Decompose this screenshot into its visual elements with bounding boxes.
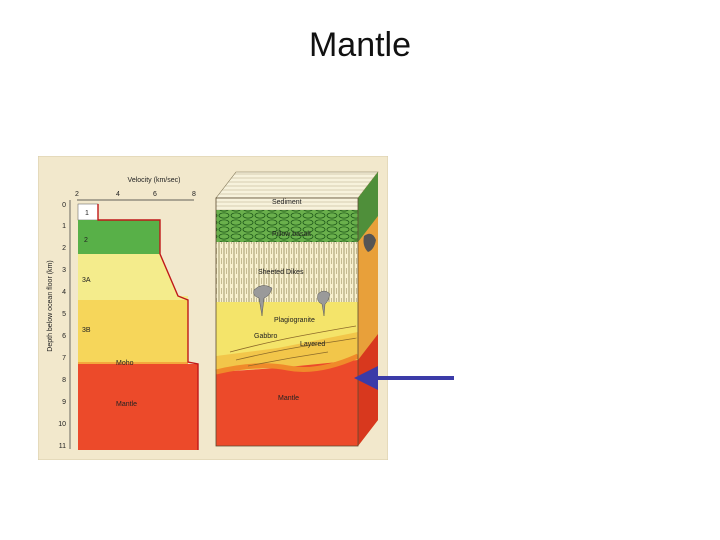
depth-axis-title: Depth below ocean floor (km) [47,260,54,351]
depth-tick: 2 [62,245,66,252]
depth-tick: 11 [59,443,66,450]
column-layer-moho [78,362,188,364]
block-outline [215,197,359,447]
depth-tick: 5 [62,311,66,318]
arrow-head [354,366,378,390]
depth-tick: 1 [62,223,66,230]
depth-tick: 8 [62,377,66,384]
column-layer-mantle [78,364,198,450]
depth-tick: 9 [62,399,66,406]
depth-tick: 0 [62,202,66,209]
layered-streaks [229,325,357,367]
block-labels: Sediment Pillow basalt Sheeted Dikes Pla… [254,199,325,402]
label-layered: Layered [300,341,325,348]
depth-tick: 4 [62,289,66,296]
block-mantle [216,360,358,446]
depth-tick: 6 [62,333,66,340]
depth-tick: 10 [58,421,66,428]
velocity-axis-title: Velocity (km/sec) [128,177,181,184]
label-sediment: Sediment [272,199,302,206]
oceanic-crust-diagram: Velocity (km/sec) 2 4 6 8 Depth below oc… [38,156,388,460]
velocity-tick: 2 [75,191,79,198]
intrusion-blob [363,233,376,252]
slide-title: Mantle [308,26,412,64]
column-labels: 1 2 3A 3B Moho Mantle [82,210,137,408]
block-sheeted-dikes [216,242,358,302]
label-mantle: Mantle [278,395,299,402]
label-gabbro: Gabbro [254,333,277,340]
column-label: 3A [82,277,91,284]
velocity-profile-line [97,204,199,450]
velocity-tick: 4 [116,191,120,198]
depth-ticks: 0 1 2 3 4 5 6 7 8 9 10 11 [58,202,66,450]
column-label: 2 [84,237,88,244]
column-label: 1 [85,210,89,217]
depth-tick: 3 [62,267,66,274]
column-label: Moho [116,360,134,367]
label-sheeted-dikes: Sheeted Dikes [258,269,304,276]
block-side-upper [358,172,378,242]
column-layer-2 [78,220,160,254]
velocity-tick: 6 [153,191,157,198]
block-side-mantle [358,334,378,446]
plagiogranite-blob [317,290,331,317]
block-top-face [215,171,379,199]
velocity-ticks: 2 4 6 8 [75,191,196,198]
block-pillow-basalt [216,210,358,242]
velocity-tick: 8 [192,191,196,198]
column-layer-3a [78,254,188,300]
label-plagiogranite: Plagiogranite [274,317,315,324]
plagiogranite-blob [253,285,273,317]
column-label: 3B [82,327,91,334]
block-sediment [216,198,358,210]
block-moho-band [215,353,360,375]
pointer-arrow [354,366,454,390]
label-pillow-basalt: Pillow basalt [272,231,311,238]
column-layer-3b [78,300,188,362]
depth-tick: 7 [62,355,66,362]
column-label: Mantle [116,401,137,408]
block-layered [216,332,358,372]
